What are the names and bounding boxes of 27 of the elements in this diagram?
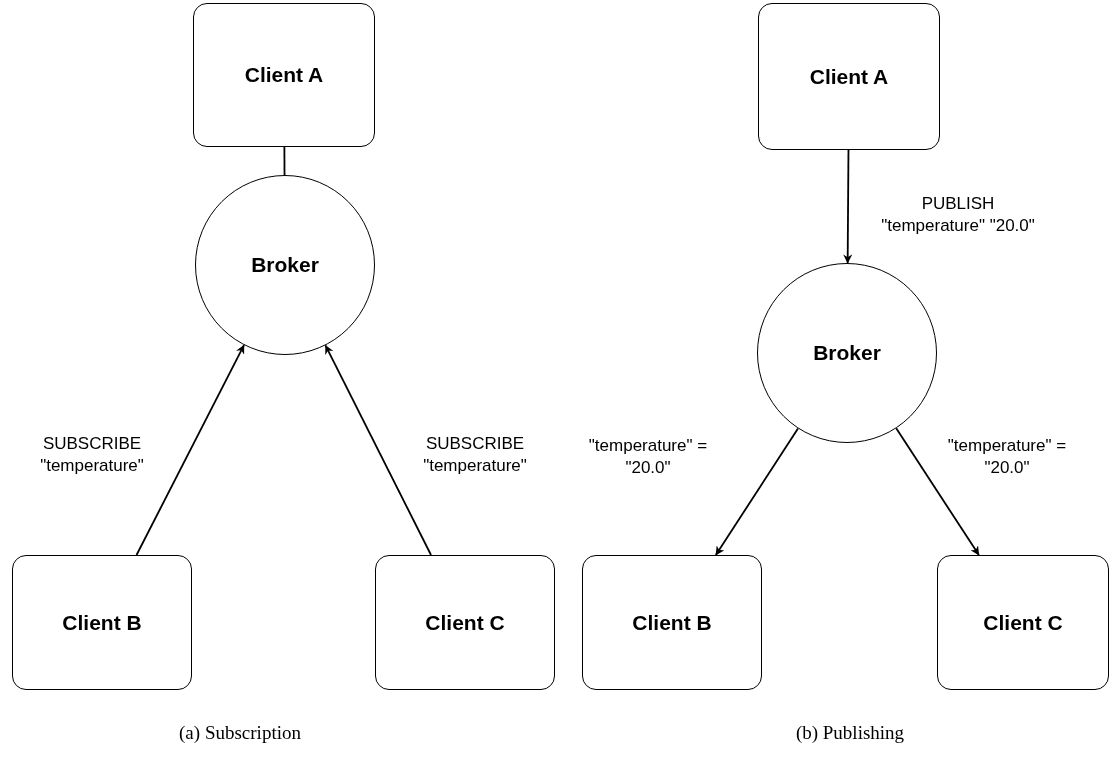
arrow (324, 344, 432, 556)
edge-label: "temperature" = "20.0" (946, 435, 1068, 479)
arrow (135, 344, 245, 556)
arrow (895, 427, 980, 556)
node-label: Client C (425, 610, 505, 635)
subfigure-caption: (a) Subscription (178, 722, 302, 744)
client-box (12, 555, 192, 690)
edge-label: "temperature" = "20.0" (587, 435, 709, 479)
edge-label: PUBLISH "temperature" "20.0" (880, 193, 1036, 237)
node-label: Client B (632, 610, 712, 635)
edge-label: SUBSCRIBE "temperature" (39, 433, 145, 477)
node-label: Broker (251, 253, 319, 277)
arrow (843, 149, 853, 264)
node-label: Client A (809, 64, 889, 89)
node-label: Client A (244, 63, 324, 87)
arrow (714, 427, 799, 556)
subfigure-caption: (b) Publishing (794, 722, 906, 744)
node-label: Client B (62, 610, 142, 635)
client-box (193, 3, 375, 147)
edge-label: SUBSCRIBE "temperature" (422, 433, 528, 477)
client-box (375, 555, 555, 690)
client-box (582, 555, 762, 690)
connector-line (283, 146, 286, 176)
node-label: Broker (813, 341, 881, 365)
client-box (758, 3, 940, 150)
client-box (937, 555, 1109, 690)
node-label: Client C (983, 610, 1063, 635)
